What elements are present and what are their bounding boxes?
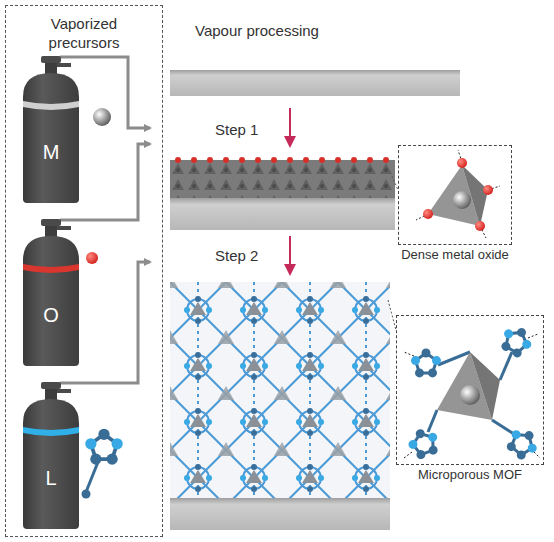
substrate-initial xyxy=(170,70,460,96)
gas-cylinder: L xyxy=(19,379,83,529)
drawing-part xyxy=(453,191,471,209)
cylinder-neck xyxy=(45,61,57,75)
cylinder-label: O xyxy=(19,304,83,327)
drawing-part xyxy=(470,352,500,420)
drawing-part xyxy=(170,70,460,96)
drawing-part xyxy=(502,422,544,463)
inset-box: Microporous MOF xyxy=(396,315,544,465)
drawing-part xyxy=(534,452,540,458)
cylinder-shape xyxy=(19,216,83,366)
drawing-part xyxy=(388,300,396,330)
drawing-part xyxy=(411,349,441,378)
inset-box: Dense metal oxide xyxy=(398,145,512,245)
drawing-part xyxy=(460,385,480,405)
cylinder-handle xyxy=(57,389,71,393)
gas-cylinder: M xyxy=(19,53,83,203)
oxide-tetrahedron xyxy=(416,150,500,238)
drawing-part xyxy=(428,352,514,434)
drawing-part xyxy=(492,420,514,434)
section-heading: Vapour processing xyxy=(195,22,319,39)
drawing-part xyxy=(404,352,414,356)
drawing-part xyxy=(170,160,395,198)
cylinder-valve xyxy=(41,382,61,389)
cylinder-shape xyxy=(19,379,83,529)
oxide-film xyxy=(170,155,395,230)
gas-cylinder: O xyxy=(19,216,83,366)
precursor-icons xyxy=(82,108,123,499)
drawing-part xyxy=(416,150,500,238)
drawing-part xyxy=(170,198,395,230)
drawing-part xyxy=(170,498,390,530)
drawing-part xyxy=(86,252,98,264)
mof-tetrahedron xyxy=(404,321,543,464)
inset-caption: Dense metal oxide xyxy=(379,247,531,262)
cylinder-stripe xyxy=(23,101,79,110)
cylinder-stripe xyxy=(23,427,79,436)
cylinder-stripe xyxy=(23,264,79,273)
drawing-part xyxy=(289,108,291,144)
drawing-part xyxy=(86,462,98,492)
drawing-part xyxy=(528,334,538,338)
drawing-part xyxy=(85,429,123,465)
drawing-part xyxy=(475,221,485,231)
drawing-part xyxy=(93,108,111,126)
drawing-part xyxy=(423,209,433,219)
drawing-part xyxy=(404,334,540,458)
inset-caption: Microporous MOF xyxy=(377,467,554,482)
drawing-part xyxy=(170,155,395,165)
cylinder-valve xyxy=(41,56,61,63)
drawing-part xyxy=(483,185,493,195)
cylinder-neck xyxy=(45,224,57,238)
drawing-part xyxy=(404,452,412,458)
drawing-part xyxy=(428,410,437,432)
cylinder-body xyxy=(23,399,79,529)
cylinder-handle xyxy=(57,226,71,230)
cylinder-neck xyxy=(45,387,57,401)
cylinder-valve xyxy=(41,219,61,226)
precursor-group: Vaporized precursorsM O L xyxy=(5,5,163,537)
drawing-part xyxy=(500,352,512,380)
leader-lines xyxy=(388,176,398,330)
drawing-part xyxy=(170,282,390,498)
cylinder-label: M xyxy=(19,141,83,164)
drawing-part xyxy=(82,490,91,499)
mof-film xyxy=(170,282,390,530)
cylinder-handle xyxy=(57,63,71,67)
drawing-part xyxy=(496,321,536,361)
group-heading: Vaporized precursors xyxy=(26,14,142,52)
cylinder-shape xyxy=(19,53,83,203)
cylinder-body xyxy=(23,73,79,203)
step-label: Step 1 xyxy=(215,121,258,138)
step-label: Step 2 xyxy=(215,247,258,264)
drawing-part xyxy=(457,158,467,168)
drawing-part xyxy=(405,424,443,461)
cylinder-body xyxy=(23,236,79,366)
drawing-part xyxy=(289,236,291,272)
cylinder-label: L xyxy=(19,467,83,490)
